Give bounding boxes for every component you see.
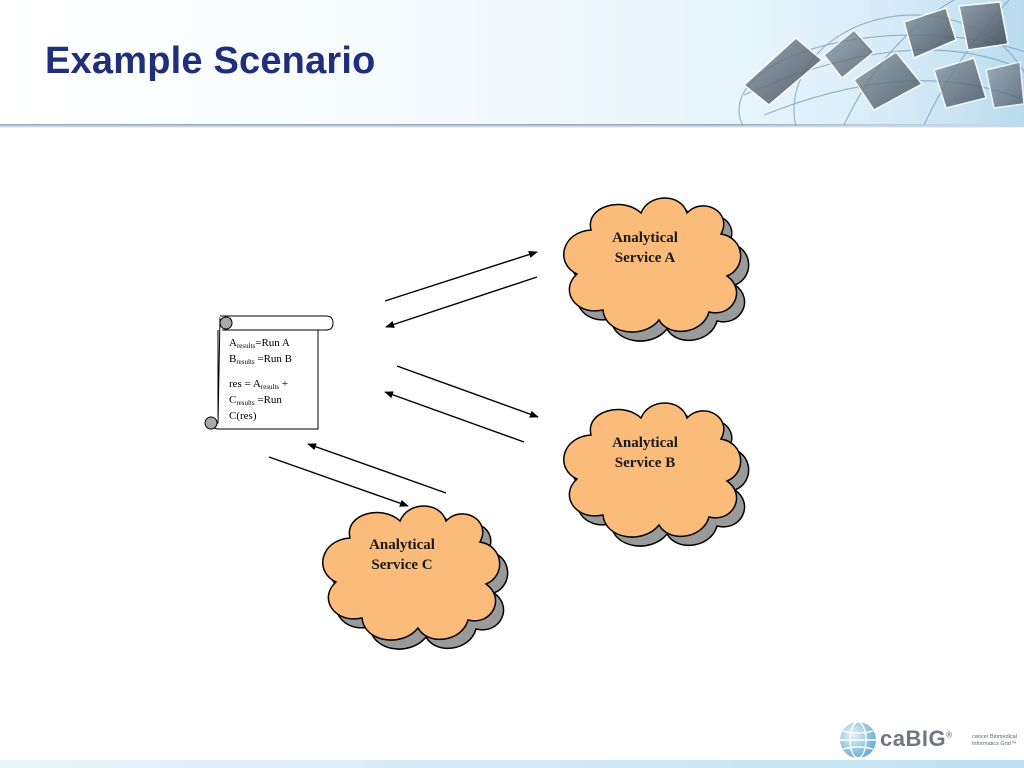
arrow-response-b	[384, 391, 525, 443]
logo-wordmark: caBIG®	[880, 726, 953, 751]
script-line-5: C(res)	[229, 410, 257, 422]
service-a-label: Analytical Service A	[612, 230, 678, 266]
header-divider	[0, 124, 1024, 128]
service-b-cloud	[563, 402, 750, 547]
globe-graphic-icon	[724, 0, 1024, 126]
script-line-1: Aresults=Run A	[229, 337, 290, 350]
script-line-4: Cresults =Run	[229, 394, 282, 407]
logo-subtitle: cancer Biomedical Informatics Grid™	[972, 734, 1017, 747]
arrow-request-a	[384, 251, 538, 302]
footer-bar	[0, 760, 1024, 768]
arrow-response-c	[307, 443, 447, 494]
service-c-label: Analytical Service C	[369, 537, 435, 573]
service-b-label: Analytical Service B	[612, 435, 678, 471]
service-a-cloud	[563, 197, 750, 342]
arrow-request-c	[268, 456, 409, 507]
script-line-3: res = Aresults +	[229, 378, 289, 391]
script-text: Aresults=Run A Bresults =Run B res = Are…	[229, 337, 319, 423]
script-scroll	[204, 315, 334, 430]
globe-logo-icon	[840, 721, 876, 759]
cabig-logo: caBIG® cancer Biomedical Informatics Gri…	[838, 720, 1020, 760]
arrow-response-a	[385, 276, 538, 328]
service-c-cloud	[322, 505, 509, 650]
arrow-request-b	[396, 365, 539, 418]
script-line-2: Bresults =Run B	[229, 353, 293, 366]
slide-title: Example Scenario	[45, 40, 376, 82]
